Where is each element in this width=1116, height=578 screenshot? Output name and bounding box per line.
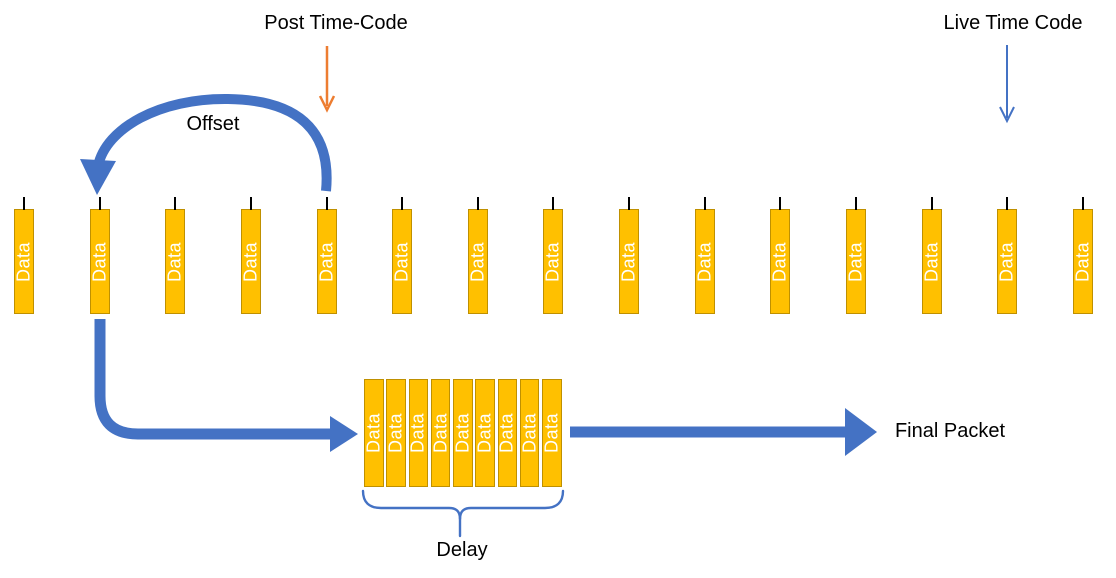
- packet-label: Data: [467, 241, 488, 282]
- packet-label: Data: [845, 241, 866, 282]
- timeline-packet: Data: [467, 197, 488, 314]
- packet-label: Data: [240, 241, 261, 282]
- live-time-code-arrowhead-icon: [999, 106, 1015, 124]
- timeline-packet: Data: [845, 197, 867, 314]
- buffer-packet: Data: [407, 379, 429, 487]
- delay-feed-arrow: [94, 319, 331, 440]
- packet-label: Data: [541, 412, 562, 454]
- timeline-packet: Data: [921, 197, 942, 314]
- packet-label: Data: [363, 412, 384, 454]
- tick-mark: [703, 197, 706, 210]
- offset-label: Offset: [186, 113, 240, 135]
- tick-mark: [628, 197, 631, 210]
- buffer-packet: Data: [475, 379, 495, 487]
- tick-mark: [401, 197, 404, 210]
- post-time-code-label: Post Time-Code: [264, 12, 408, 34]
- tick-mark: [98, 197, 101, 210]
- timeline-packet: Data: [769, 197, 791, 314]
- packet-label: Data: [164, 241, 185, 282]
- packet-label: Data: [1072, 241, 1093, 282]
- packet-label: Data: [474, 412, 495, 454]
- buffer-packet: Data: [496, 379, 518, 487]
- buffer-packet: Data: [363, 379, 384, 487]
- timeline-packet: Data: [694, 197, 715, 314]
- timeline-packet: Data: [89, 197, 110, 314]
- packet-label: Data: [996, 241, 1017, 282]
- packet-label: Data: [316, 241, 337, 282]
- tick-mark: [855, 197, 858, 210]
- packet-label: Data: [769, 241, 790, 282]
- post-time-code-arrowhead-icon: [318, 95, 336, 113]
- packet-label: Data: [519, 412, 540, 454]
- delay-brace: [458, 489, 565, 521]
- tick-mark: [779, 197, 782, 210]
- final-packet-arrowhead-icon: [845, 408, 877, 456]
- timeline-packet: Data: [13, 197, 34, 314]
- timeline-packet: Data: [542, 197, 564, 314]
- packet-label: Data: [921, 241, 942, 282]
- packet-label: Data: [13, 241, 34, 282]
- packet-label: Data: [89, 241, 110, 282]
- tick-mark: [23, 197, 25, 210]
- buffer-packet: Data: [452, 379, 473, 487]
- tick-mark: [930, 197, 933, 210]
- buffer-packet: Data: [541, 379, 562, 487]
- tick-mark: [552, 197, 555, 210]
- final-packet-label: Final Packet: [894, 420, 1006, 442]
- buffer-packet: Data: [386, 379, 406, 487]
- tick-mark: [1006, 197, 1009, 210]
- timeline-packet: Data: [240, 197, 261, 314]
- tick-mark: [1081, 197, 1084, 210]
- delay-feed-arrowhead-icon: [330, 416, 358, 452]
- timeline-packet: Data: [164, 197, 186, 314]
- offset-arc-arrow: [93, 93, 332, 192]
- packet-label: Data: [407, 412, 428, 454]
- packet-label: Data: [618, 241, 639, 282]
- timeline-packet: Data: [391, 197, 413, 314]
- delay-label: Delay: [436, 539, 488, 561]
- packet-label: Data: [542, 241, 563, 282]
- offset-arrowhead-icon: [80, 159, 116, 195]
- tick-mark: [249, 197, 252, 210]
- packet-label: Data: [694, 241, 715, 282]
- timeline-packet: Data: [618, 197, 640, 314]
- timeline-packet: Data: [316, 197, 337, 314]
- packet-label: Data: [452, 412, 473, 454]
- timeline-packet: Data: [996, 197, 1018, 314]
- tick-mark: [476, 197, 479, 210]
- packet-label: Data: [430, 412, 451, 454]
- tick-mark: [174, 197, 177, 210]
- delay-brace: [361, 489, 462, 538]
- tick-mark: [325, 197, 328, 210]
- timeline-packet: Data: [1072, 197, 1093, 314]
- buffer-packet: Data: [519, 379, 540, 487]
- packet-label: Data: [385, 412, 406, 454]
- buffer-packet: Data: [430, 379, 451, 487]
- packet-label: Data: [496, 412, 517, 454]
- live-time-code-label: Live Time Code: [943, 12, 1083, 34]
- packet-label: Data: [391, 241, 412, 282]
